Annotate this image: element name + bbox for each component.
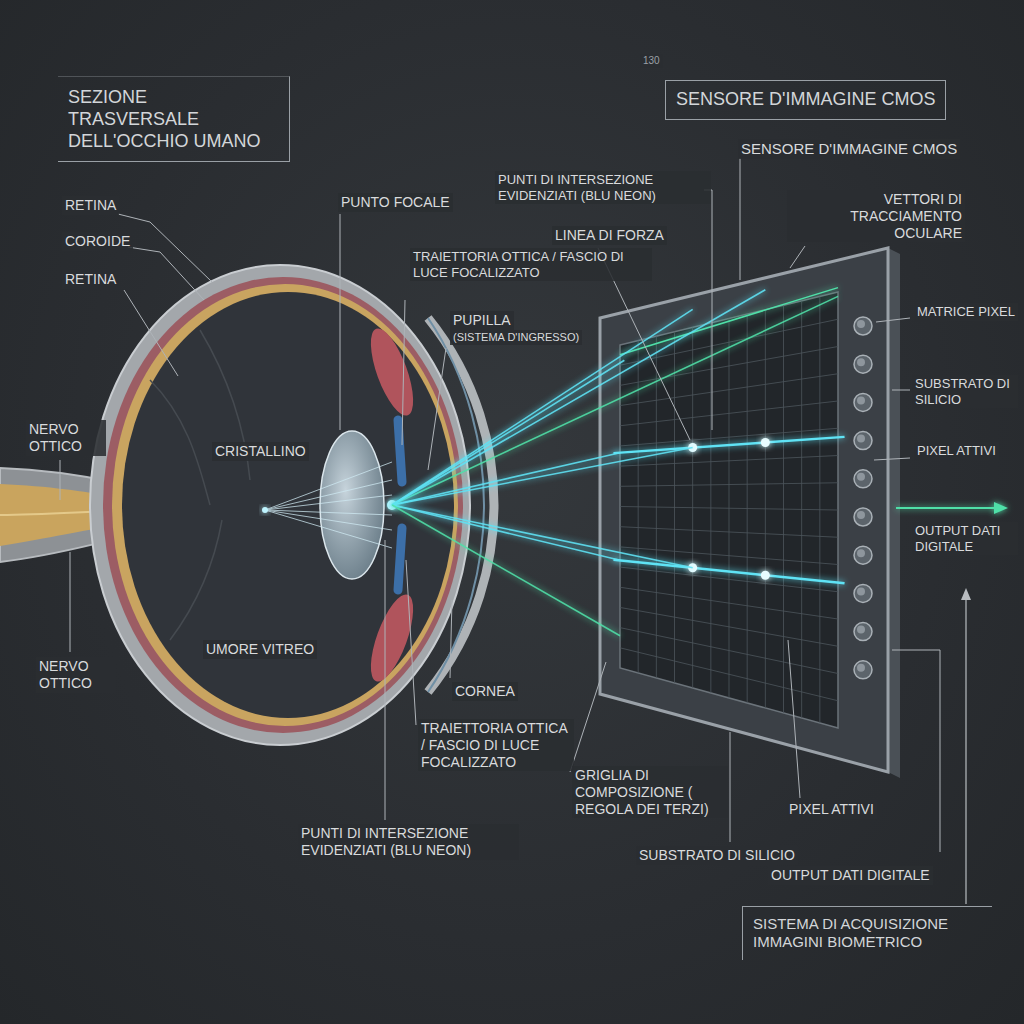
grid-line <box>620 587 838 619</box>
part-label: TRAIETTORIA OTTICA / FASCIO DI LUCE FOCA… <box>418 719 574 771</box>
internal-rays <box>265 462 392 548</box>
eye-globe <box>90 265 470 745</box>
part-label: LINEA DI FORZA <box>552 226 667 245</box>
thirds-line <box>691 309 694 702</box>
part-label: VETTORI DI TRACCIAMENTO OCULARE <box>787 190 965 242</box>
sensor-pad-highlight <box>857 664 865 672</box>
optical-rays <box>392 290 838 636</box>
part-label: OUTPUT DATI DIGITALE <box>912 522 1018 555</box>
part-label: NERVO OTTICO <box>36 657 116 693</box>
light-ray <box>392 290 765 505</box>
light-ray <box>392 505 620 636</box>
sensor-pad <box>854 432 872 450</box>
sensor-pad <box>854 661 872 679</box>
part-label: SUBSTRATO DI SILICIO <box>636 846 798 865</box>
sensor-pad-highlight <box>857 511 865 519</box>
part-label: SUBSTRATO DI SILICIO <box>912 375 1018 408</box>
sensor-pad-highlight <box>857 358 865 366</box>
tracking-vector <box>620 288 838 355</box>
crystalline-lens <box>320 431 384 579</box>
part-label: PIXEL ATTIVI <box>786 800 877 819</box>
grid-line <box>620 483 838 487</box>
light-ray <box>392 453 620 505</box>
part-label: OUTPUT DATI DIGITALE <box>768 866 933 885</box>
part-label: PUPILLA <box>450 311 514 330</box>
sensor-pad-highlight <box>857 435 865 443</box>
part-label: PIXEL ATTIVI <box>914 442 999 460</box>
cornea-inner <box>428 318 484 692</box>
part-label: (SISTEMA D'INGRESSO) <box>450 330 582 345</box>
part-label: PUNTI DI INTERSEZIONE EVIDENZIATI (BLU N… <box>298 824 519 860</box>
sensor-pad <box>854 355 872 373</box>
heading-box: SISTEMA DI ACQUISIZIONE IMMAGINI BIOMETR… <box>742 906 992 960</box>
retina-focus <box>262 507 268 513</box>
grid-line <box>620 347 838 386</box>
cmos-sensor <box>600 248 900 778</box>
part-label: CORNEA <box>452 682 518 701</box>
sensor-pads <box>854 317 872 679</box>
sensor-pad-highlight <box>857 320 865 328</box>
sensor-pad <box>854 546 872 564</box>
part-label: RETINA <box>62 270 119 289</box>
sensor-pad-highlight <box>857 587 865 595</box>
sensor-pad <box>854 584 872 602</box>
grid-line <box>620 547 838 565</box>
callout-number: 130 <box>640 54 663 68</box>
heading-text: SEZIONE TRASVERSALE DELL'OCCHIO UMANO <box>68 87 275 153</box>
light-ray <box>392 448 693 505</box>
intersection-point <box>761 571 770 580</box>
heading-text: SISTEMA DI ACQUISIZIONE IMMAGINI BIOMETR… <box>753 915 982 952</box>
light-ray <box>392 505 693 568</box>
part-label: UMORE VITREO <box>203 640 317 659</box>
thirds-line <box>613 437 844 453</box>
sensor-pad <box>854 623 872 641</box>
sensor-pad <box>854 508 872 526</box>
part-label: TRAIETTORIA OTTICA / FASCIO DI LUCE FOCA… <box>410 248 652 281</box>
grid-line <box>620 607 838 646</box>
part-label: MATRICE PIXEL <box>914 303 1018 321</box>
sensor-pad <box>854 393 872 411</box>
light-ray <box>392 296 838 505</box>
sensor-pad-highlight <box>857 473 865 481</box>
leader-lines <box>60 158 940 852</box>
part-label: PUNTI DI INTERSEZIONE EVIDENZIATI (BLU N… <box>495 171 711 204</box>
heading-box: SEZIONE TRASVERSALE DELL'OCCHIO UMANO <box>58 76 290 162</box>
output-arrow <box>896 502 1008 514</box>
grid-line <box>620 456 838 467</box>
system-arrow <box>961 588 971 904</box>
sensor-pad <box>854 317 872 335</box>
light-ray <box>392 505 620 560</box>
cornea <box>428 318 494 692</box>
grid-line <box>620 507 838 511</box>
part-label: COROIDE <box>62 232 133 251</box>
thirds-line <box>764 290 767 724</box>
thirds-line <box>613 560 844 584</box>
grid-line <box>620 374 838 406</box>
grid-line <box>620 628 838 674</box>
part-label: GRIGLIA DI COMPOSIZIONE ( REGOLA DEI TER… <box>572 766 728 818</box>
heading-box: SENSORE D'IMMAGINE CMOS <box>665 80 946 120</box>
sensor-pad <box>854 470 872 488</box>
grid-line <box>620 428 838 446</box>
part-label: CRISTALLINO <box>212 442 309 461</box>
intersection-point <box>761 438 770 447</box>
heading-text: SENSORE D'IMMAGINE CMOS <box>676 89 935 111</box>
part-label: RETINA <box>62 196 119 215</box>
sensor-pad-highlight <box>857 626 865 634</box>
light-ray <box>392 309 693 505</box>
grid-line <box>620 527 838 538</box>
part-label: PUNTO FOCALE <box>338 193 453 212</box>
part-label: NERVO OTTICO <box>26 420 106 456</box>
part-label: SENSORE D'IMMAGINE CMOS <box>738 139 960 159</box>
grid-line <box>620 401 838 426</box>
sensor-pad-highlight <box>857 549 865 557</box>
grid-line <box>620 648 838 701</box>
grid-line <box>620 319 838 365</box>
sensor-pad-highlight <box>857 396 865 404</box>
